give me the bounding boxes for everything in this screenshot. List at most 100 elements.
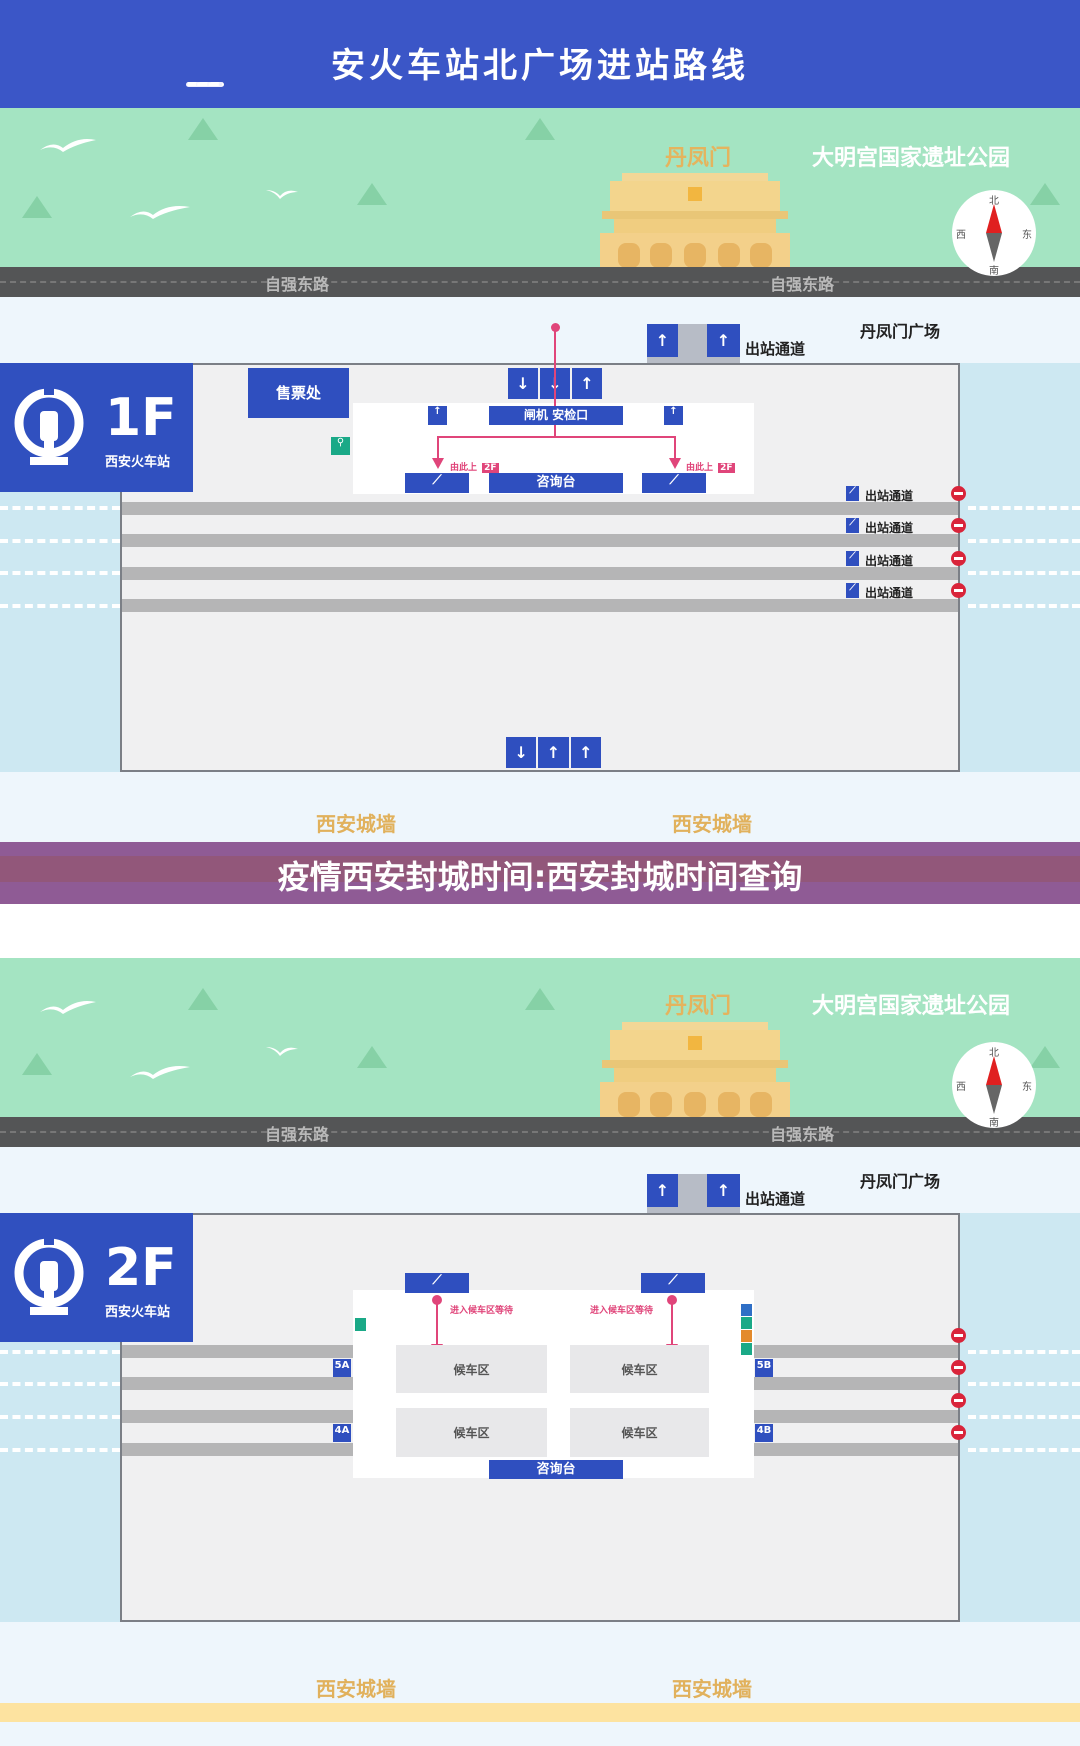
exit-passage-label: 出站通道 [865,586,914,600]
escalator-icon: ⟋ [641,1273,705,1293]
track-line [968,1448,1080,1452]
lane-marking [0,1131,1080,1133]
bird-icon [40,1001,96,1014]
article-title-banner: 疫情西安封城时间:西安封城时间查询 [0,842,1080,904]
platform-track [754,1377,958,1390]
track-line [0,506,120,510]
bird-icon [130,1066,190,1079]
tree-icon [188,118,218,140]
up-to-2f-label: 由此上 2F [450,455,499,474]
road-label: 自强东路 [770,275,835,294]
escalator-icon: ⟋ [846,583,859,598]
platform-track [754,1443,958,1456]
entrance-arrows: ↓ ↓ ↑ [508,368,602,399]
arrow-down-icon: ↓ [506,737,537,768]
platform-track [122,502,958,515]
escalator-icon: ⟋ [405,473,469,493]
gate-label: 丹凤门 [665,994,732,1019]
railway-logo-icon [14,385,84,465]
platform-track [122,1443,353,1456]
bird-icon [130,206,190,219]
escalator-icon: ⟋ [642,473,706,493]
article-title: 疫情西安封城时间:西安封城时间查询 [277,858,803,896]
up-here-text: 由此上 [450,463,478,473]
exit-gate-top: ↑ ↑ [647,1174,740,1214]
track-line [968,506,1080,510]
park-label: 大明宫国家遗址公园 [812,146,1011,171]
track-line [968,571,1080,575]
road: 自强东路 自强东路 [0,267,1080,297]
side-area [0,1342,120,1622]
track-line [0,1350,120,1354]
waiting-area: 候车区 [396,1345,547,1393]
floor1-map: 丹凤门 大明宫国家遗址公园 自强东路 自强东路 北 南 东 西 ↑ ↑ 出站通道… [0,108,1080,896]
route-line [437,436,676,438]
no-entry-icon [951,1425,966,1440]
floor-badge: 2F [718,463,735,473]
arrow-up-icon: ↑ [647,1174,678,1207]
tree-icon [188,988,218,1010]
exit-passage-label: 出站通道 [865,554,914,568]
platform-track [122,567,958,580]
no-entry-icon [951,518,966,533]
route-line [674,436,676,460]
danfeng-gate-building [600,173,790,268]
scenery: 丹凤门 大明宫国家遗址公园 [0,958,1080,1117]
arrow-up-icon: ↑ [707,324,740,357]
ticket-office[interactable]: 售票处 [248,368,349,418]
arrow-up-icon: ↑ [707,1174,740,1207]
up-here-text: 由此上 [686,463,714,473]
tree-icon [357,183,387,205]
route-line [671,1300,673,1345]
escalator-icon: ⟋ [846,551,859,566]
tree-icon [357,1046,387,1068]
track-line [968,539,1080,543]
wait-prompt: 进入候车区等待 [590,1306,654,1316]
track-line [0,604,120,608]
floor-sign: 2F 西安火车站 [0,1213,193,1342]
bird-icon [266,1047,298,1056]
no-entry-icon [951,583,966,598]
compass: 北 南 东 西 [952,1042,1036,1129]
railway-logo-icon [14,1235,84,1315]
escalator-icon: ↑ [428,406,447,425]
compass-needle-icon [986,1056,1002,1114]
plaza-label: 丹凤门广场 [860,322,941,341]
city-wall-label: 西安城墙 [316,1677,396,1701]
compass-south: 南 [989,266,999,277]
info-desk[interactable]: 咨询台 [489,1460,623,1479]
tree-icon [22,196,52,218]
escalator-icon: ⟋ [405,1273,469,1293]
exit-passage-label: 出站通道 [745,1190,806,1208]
park-label: 大明宫国家遗址公园 [812,994,1011,1019]
plaza-label: 丹凤门广场 [860,1172,941,1191]
restroom-icon [355,1318,366,1331]
page-title: 安火车站北广场进站路线 [331,46,749,86]
bird-icon [40,139,96,152]
bird-icon [266,190,298,199]
waiting-area: 候车区 [570,1408,709,1457]
header-decoration [186,82,224,87]
bottom-arrows: ↓ ↑ ↑ [506,737,601,768]
tree-icon [1030,183,1060,205]
lane-marking [0,281,1080,283]
track-line [968,1415,1080,1419]
compass-south: 南 [989,1118,999,1129]
road-label: 自强东路 [265,275,330,294]
gate-4b: 4B [755,1424,773,1442]
tree-icon [525,118,555,140]
waiting-area: 候车区 [396,1408,547,1457]
no-entry-icon [951,1328,966,1343]
road-label: 自强东路 [265,1125,330,1144]
platform-track [122,1377,353,1390]
header-bar: 安火车站北广场进站路线 [0,0,1080,108]
station-name: 西安火车站 [105,1305,171,1320]
no-entry-icon [951,486,966,501]
up-to-2f-label: 由此上 2F [686,455,735,474]
info-desk[interactable]: 咨询台 [489,473,623,493]
compass-west: 西 [956,230,966,241]
arrow-up-icon: ↑ [570,737,601,768]
compass-north: 北 [989,1048,999,1059]
no-entry-icon [951,1393,966,1408]
track-line [968,1350,1080,1354]
